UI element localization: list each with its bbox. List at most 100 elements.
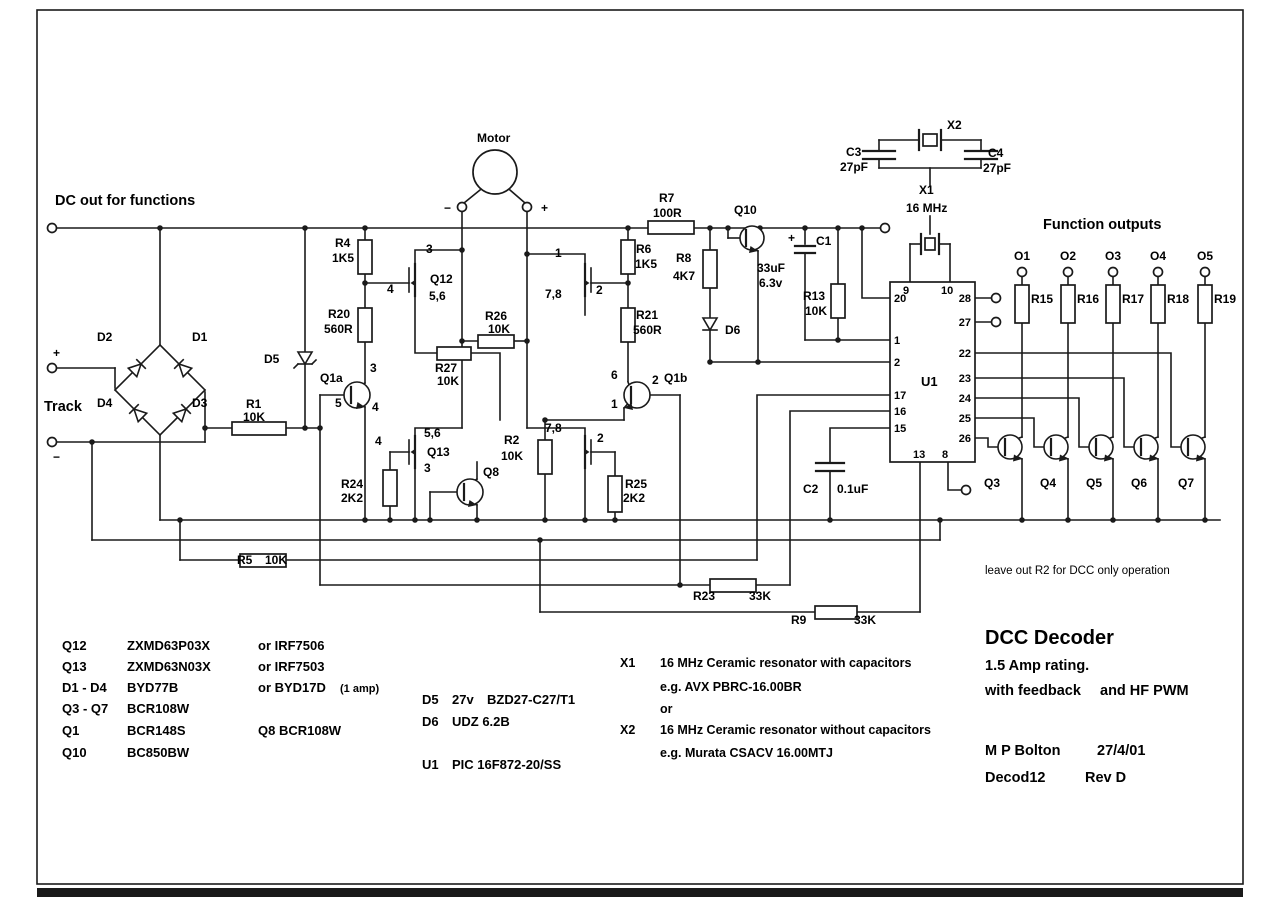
resonator-x2 — [917, 128, 943, 152]
label-r7: R7 — [659, 191, 675, 205]
parts-row-part: BCR108W — [127, 701, 190, 716]
terminal-track-minus — [46, 436, 58, 448]
label-q4: Q4 — [1040, 476, 1056, 490]
pin-q12-4: 4 — [387, 282, 394, 296]
capacitor-c2 — [814, 461, 846, 473]
note-r2: leave out R2 for DCC only operation — [985, 565, 1170, 577]
value-r27: 10K — [437, 374, 459, 388]
pin-q1a-4: 4 — [372, 400, 379, 414]
label-track: Track — [44, 399, 83, 415]
terminal-track-plus — [46, 362, 58, 374]
resistor-r7 — [647, 220, 695, 235]
terminal-pin27 — [990, 316, 1002, 328]
label-r24: R24 — [341, 477, 363, 491]
label-r20: R20 — [328, 307, 350, 321]
diode-d3 — [171, 403, 192, 424]
pin-u1-10: 10 — [941, 285, 953, 297]
parts-row-alt: or IRF7506 — [258, 638, 324, 653]
note-x2-ref: X2 — [620, 723, 635, 737]
resistor-r8 — [702, 249, 718, 289]
label-q10: Q10 — [734, 203, 757, 217]
ic-u1-body — [889, 281, 976, 463]
label-q1a: Q1a — [320, 371, 343, 385]
pin-u1-26: 26 — [959, 433, 971, 445]
sheet-border — [36, 9, 1244, 897]
title: DCC Decoder — [985, 627, 1114, 649]
label-x2: X2 — [947, 118, 962, 132]
pin-u1-25: 25 — [959, 413, 971, 425]
pin-u1-9: 9 — [903, 285, 909, 297]
terminal-motor-plus — [521, 201, 533, 213]
label-o1: O1 — [1014, 249, 1030, 263]
title-features-b: and HF PWM — [1100, 683, 1189, 699]
pin-m4-78: 7,8 — [545, 421, 562, 435]
title-author: M P Bolton — [985, 743, 1060, 759]
resistor-r2 — [537, 439, 553, 475]
value-r1: 10K — [243, 410, 265, 424]
parts-row-part: BC850BW — [127, 745, 190, 760]
resistor-r17 — [1105, 284, 1121, 324]
pin-q1b-6: 6 — [611, 368, 618, 382]
label-track-minus: − — [53, 450, 60, 464]
label-r6: R6 — [636, 242, 652, 256]
transistor-q6 — [1133, 434, 1159, 462]
diode-d5 — [292, 351, 318, 370]
transistor-q1a — [343, 381, 371, 409]
label-q6: Q6 — [1131, 476, 1147, 490]
pin-m2-1: 1 — [555, 246, 562, 260]
pin-u1-23: 23 — [959, 373, 971, 385]
label-q12: Q12 — [430, 272, 453, 286]
label-x1: X1 — [919, 183, 934, 197]
parts-row-part: ZXMD63N03X — [127, 659, 211, 674]
parts-u1-ref: U1 — [422, 757, 439, 772]
value-c1: 33uF — [757, 261, 785, 275]
title-rating: 1.5 Amp rating. — [985, 658, 1089, 674]
transistor-q7 — [1180, 434, 1206, 462]
capacitor-c3 — [861, 149, 897, 161]
parts-d5-ref: D5 — [422, 692, 439, 707]
parts-row-ref: Q10 — [62, 745, 87, 760]
value-c2: 0.1uF — [837, 482, 868, 496]
schematic-text: DC out for functions Track Function outp… — [44, 118, 1236, 786]
pin-u1-15: 15 — [894, 423, 906, 435]
pin-m2-2: 2 — [596, 283, 603, 297]
label-o4: O4 — [1150, 249, 1166, 263]
terminal-pin8 — [960, 484, 972, 496]
label-r25: R25 — [625, 477, 647, 491]
resistor-r20 — [357, 307, 373, 343]
terminal-top-rail — [879, 222, 891, 234]
label-dc-out: DC out for functions — [55, 193, 195, 209]
resistor-r19 — [1197, 284, 1213, 324]
resistor-r26 — [477, 334, 515, 349]
mosfet-q12 — [408, 262, 417, 298]
label-r8: R8 — [676, 251, 692, 265]
value-r25: 2K2 — [623, 491, 645, 505]
value-r2: 10K — [501, 449, 523, 463]
capacitor-c4 — [963, 149, 999, 161]
pin-q1b-2: 2 — [652, 373, 659, 387]
terminal-o1 — [1016, 266, 1028, 278]
pin-q13-4: 4 — [375, 434, 382, 448]
label-r15: R15 — [1031, 292, 1053, 306]
mosfet-m2 — [583, 262, 592, 298]
value-x1-freq: 16 MHz — [906, 201, 947, 215]
label-c1-plus: + — [788, 231, 795, 245]
pin-u1-28: 28 — [959, 293, 971, 305]
parts-row-ref: Q1 — [62, 723, 79, 738]
label-q1b: Q1b — [664, 371, 687, 385]
note-or: or — [660, 702, 673, 716]
note-x1-eg: e.g. AVX PBRC-16.00BR — [660, 680, 802, 694]
label-r27: R27 — [435, 361, 457, 375]
diode-d1 — [173, 358, 194, 379]
pin-q1b-1: 1 — [611, 397, 618, 411]
label-r18: R18 — [1167, 292, 1189, 306]
label-r23: R23 — [693, 589, 715, 603]
note-x1-ref: X1 — [620, 656, 635, 670]
resistor-r6 — [620, 239, 636, 275]
resistor-r25 — [607, 475, 623, 513]
label-r5: R5 — [237, 553, 253, 567]
pin-q12-3: 3 — [426, 242, 433, 256]
value-c3: 27pF — [840, 160, 868, 174]
label-q5: Q5 — [1086, 476, 1102, 490]
